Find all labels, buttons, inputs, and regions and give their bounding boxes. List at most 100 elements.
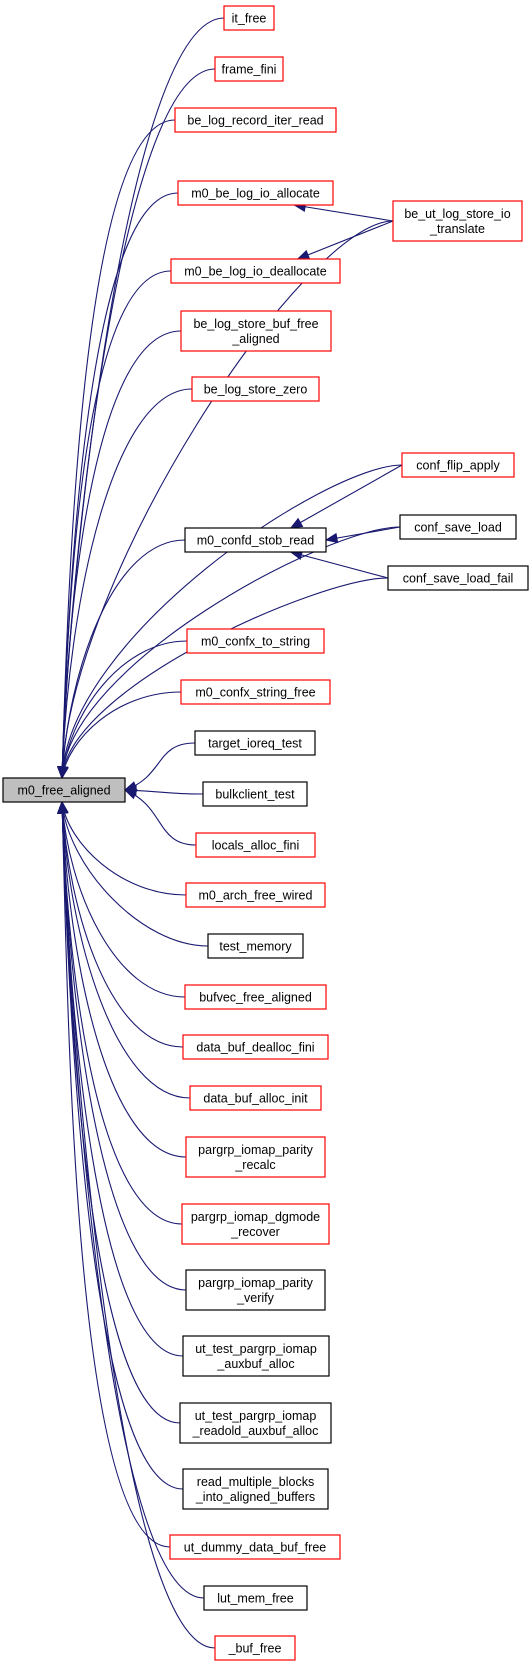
node-box	[180, 310, 332, 352]
node-ut-test-pargrp-iomap-readold-auxbuf-alloc[interactable]: ut_test_pargrp_iomap_readold_auxbuf_allo…	[179, 1402, 332, 1444]
node-bufvec-free-aligned[interactable]: bufvec_free_aligned	[184, 984, 327, 1010]
node-lut-mem-free[interactable]: lut_mem_free	[203, 1585, 308, 1611]
edge-line	[61, 801, 191, 1099]
edge-line	[61, 270, 172, 779]
node-be-log-store-buf-free-aligned[interactable]: be_log_store_buf_free_aligned	[180, 310, 332, 352]
edge-line	[61, 801, 184, 1048]
edge-pargrp-iomap-parity-recalc-to-root	[57, 800, 187, 1158]
node-label: pargrp_iomap_dgmode	[191, 1210, 320, 1224]
edge-line	[61, 801, 171, 1548]
node-label: m0_arch_free_wired	[199, 889, 313, 903]
node-m0-confx-string-free[interactable]: m0_confx_string_free	[180, 679, 331, 705]
node-pargrp-iomap-parity-recalc[interactable]: pargrp_iomap_parity_recalc	[185, 1136, 326, 1178]
node-label: conf_save_load_fail	[403, 572, 514, 586]
node-box	[182, 1034, 329, 1060]
node-m0-be-log-io-allocate[interactable]: m0_be_log_io_allocate	[177, 180, 334, 206]
edge-be-ut-log-store-io-translate-to-m0-be-log-io-deallocate	[296, 220, 394, 260]
edge-line	[61, 801, 184, 1490]
node-ut-test-pargrp-iomap-auxbuf-alloc[interactable]: ut_test_pargrp_iomap_auxbuf_alloc	[182, 1335, 330, 1377]
node-label: be_log_record_iter_read	[187, 114, 323, 128]
node-box	[184, 527, 327, 553]
edge-line	[124, 742, 196, 791]
node-box	[191, 376, 320, 402]
edge-read-multiple-blocks-into-aligned-buffers-to-root	[57, 800, 184, 1490]
node-label: m0_confx_to_string	[201, 635, 310, 649]
node-label: lut_mem_free	[217, 1592, 293, 1606]
edge-target-ioreq-test-to-root	[123, 742, 196, 792]
node-box	[185, 882, 326, 908]
node-data-buf-alloc-init[interactable]: data_buf_alloc_init	[189, 1085, 322, 1111]
node-label: conf_flip_apply	[416, 459, 500, 473]
node-m0-be-log-io-deallocate[interactable]: m0_be_log_io_deallocate	[170, 258, 341, 284]
node-box	[401, 452, 515, 478]
node-label: m0_confx_string_free	[195, 686, 315, 700]
node--buf-free[interactable]: _buf_free	[214, 1635, 296, 1661]
node-root[interactable]: m0_free_aligned	[2, 777, 126, 803]
node-frame-fini[interactable]: frame_fini	[214, 56, 284, 82]
node-locals-alloc-fini[interactable]: locals_alloc_fini	[195, 832, 316, 858]
edge-line	[61, 801, 181, 1424]
node-pargrp-iomap-parity-verify[interactable]: pargrp_iomap_parity_verify	[185, 1269, 326, 1311]
node-label: _buf_free	[228, 1642, 282, 1656]
edge-data-buf-alloc-init-to-root	[57, 800, 191, 1099]
edge-m0-confx-string-free-to-root	[58, 691, 182, 780]
node-label: test_memory	[219, 940, 292, 954]
edge-line	[61, 801, 209, 947]
node-conf-save-load-fail[interactable]: conf_save_load_fail	[387, 565, 529, 591]
node-box	[214, 1635, 296, 1661]
edge-line	[61, 801, 184, 1357]
node-box	[399, 514, 517, 540]
node-be-log-record-iter-read[interactable]: be_log_record_iter_read	[174, 107, 337, 133]
edge-line	[61, 801, 187, 896]
edge-arrowhead	[324, 532, 339, 544]
edge-line	[290, 551, 389, 579]
edge-line	[61, 801, 183, 1225]
node-ut-dummy-data-buf-free[interactable]: ut_dummy_data_buf_free	[169, 1534, 341, 1560]
node-box	[169, 1534, 341, 1560]
node-label: _auxbuf_alloc	[216, 1357, 294, 1371]
node-box	[207, 933, 304, 959]
node-be-log-store-zero[interactable]: be_log_store_zero	[191, 376, 320, 402]
node-label: data_buf_alloc_init	[203, 1092, 308, 1106]
edge-ut-test-pargrp-iomap-auxbuf-alloc-to-root	[57, 800, 184, 1357]
node-m0-arch-free-wired[interactable]: m0_arch_free_wired	[185, 882, 326, 908]
node-test-memory[interactable]: test_memory	[207, 933, 304, 959]
node-read-multiple-blocks-into-aligned-buffers[interactable]: read_multiple_blocks_into_aligned_buffer…	[182, 1468, 329, 1510]
edge-ut-dummy-data-buf-free-to-root	[57, 800, 171, 1548]
node-label: bufvec_free_aligned	[199, 991, 312, 1005]
node-bulkclient-test[interactable]: bulkclient_test	[202, 781, 308, 807]
node-box	[181, 1203, 330, 1245]
node-label: _translate	[429, 222, 485, 236]
node-pargrp-iomap-dgmode-recover[interactable]: pargrp_iomap_dgmode_recover	[181, 1203, 330, 1245]
node-label: data_buf_dealloc_fini	[196, 1041, 314, 1055]
node-label: _verify	[236, 1291, 275, 1305]
node-box	[182, 1468, 329, 1510]
edge-line	[61, 464, 403, 779]
node-be-ut-log-store-io-translate[interactable]: be_ut_log_store_io_translate	[392, 200, 523, 242]
node-label: m0_be_log_io_allocate	[191, 187, 320, 201]
edge-line	[61, 388, 193, 779]
node-data-buf-dealloc-fini[interactable]: data_buf_dealloc_fini	[182, 1034, 329, 1060]
node-label: _into_aligned_buffers	[195, 1490, 315, 1504]
node-target-ioreq-test[interactable]: target_ioreq_test	[194, 730, 316, 756]
node-label: be_ut_log_store_io	[404, 207, 510, 221]
node-conf-flip-apply[interactable]: conf_flip_apply	[401, 452, 515, 478]
node-conf-save-load[interactable]: conf_save_load	[399, 514, 517, 540]
edge-line	[61, 801, 187, 1291]
node-label: bulkclient_test	[215, 788, 295, 802]
edge-conf-save-load-to-m0-confd-stob-read	[324, 526, 401, 544]
node-label: frame_fini	[222, 63, 277, 77]
edge-arrowhead	[296, 249, 311, 260]
node-it-free[interactable]: it_free	[223, 5, 275, 31]
edge-be-log-record-iter-read-to-root	[57, 119, 176, 780]
edge-locals-alloc-fini-to-root	[123, 789, 197, 846]
node-label: ut_test_pargrp_iomap	[195, 1342, 317, 1356]
node-label: m0_be_log_io_deallocate	[184, 265, 327, 279]
edge-line	[61, 640, 188, 779]
node-m0-confd-stob-read[interactable]: m0_confd_stob_read	[184, 527, 327, 553]
node-box	[203, 1585, 308, 1611]
node-m0-confx-to-string[interactable]: m0_confx_to_string	[186, 628, 325, 654]
edge-lut-mem-free-to-root	[57, 800, 205, 1599]
node-label: _recover	[230, 1225, 280, 1239]
node-label: target_ioreq_test	[208, 737, 302, 751]
